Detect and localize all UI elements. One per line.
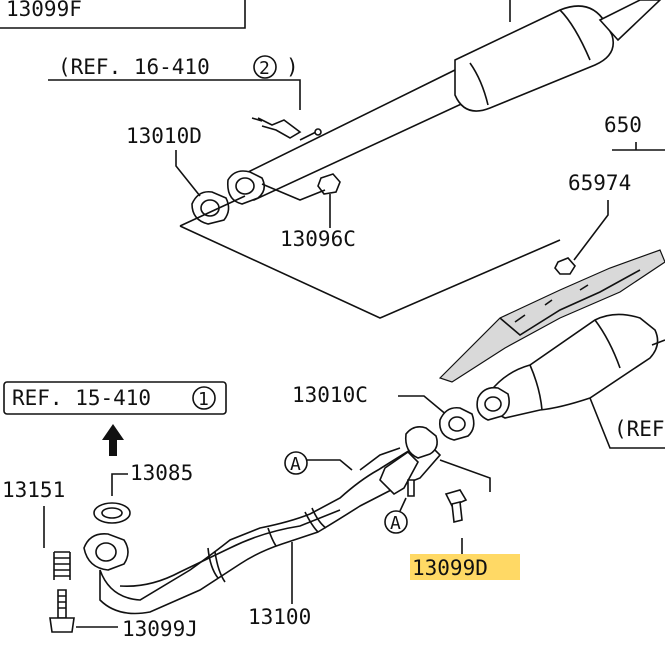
- ref-16-410[interactable]: (REF. 16-410 2 ): [48, 55, 301, 110]
- spring-13151[interactable]: 13151: [2, 478, 71, 580]
- center-muffler-pipe: [238, 0, 662, 202]
- ref-16-410-close: ): [286, 55, 299, 79]
- up-arrow-icon: [102, 424, 124, 456]
- label-13100: 13100: [248, 605, 311, 629]
- gasket-13010D[interactable]: 13010D: [126, 124, 230, 225]
- label-13010C: 13010C: [292, 383, 368, 407]
- catalytic-converter: [476, 313, 665, 421]
- pipe-stud: [314, 128, 322, 136]
- marker-a-lower-text: A: [390, 513, 401, 534]
- label-13099F: 13099F: [6, 0, 82, 21]
- ref-16-410-num: 2: [259, 58, 270, 79]
- assembly-frame-top: [179, 183, 561, 319]
- label-650: 650: [604, 113, 642, 137]
- marker-a-lower[interactable]: A: [384, 497, 408, 534]
- label-65974: 65974: [568, 171, 631, 195]
- marker-a-upper-text: A: [290, 454, 301, 475]
- centre-pipe-flange: [226, 170, 266, 205]
- bolt-13099J[interactable]: 13099J: [49, 589, 198, 641]
- gasket-13010C[interactable]: 13010C: [292, 383, 475, 441]
- label-13096C: 13096C: [280, 227, 356, 251]
- label-13099D: 13099D: [412, 556, 488, 580]
- gasket-ring-13085[interactable]: 13085: [93, 461, 193, 524]
- highlight-13099D: [410, 554, 520, 580]
- ref-15-410-num: 1: [198, 389, 209, 410]
- callout-650[interactable]: 650: [604, 113, 665, 151]
- front-pipe-13100[interactable]: 13100: [83, 426, 442, 629]
- bolt-13099D[interactable]: 13099D: [410, 459, 520, 580]
- hanger-bracket-top: [251, 117, 302, 139]
- label-13151: 13151: [2, 478, 65, 502]
- nut-65974[interactable]: 65974: [554, 171, 631, 275]
- ref-16-410-circle: [253, 55, 277, 79]
- nut-13096C[interactable]: 13096C: [280, 173, 356, 251]
- label-13010D: 13010D: [126, 124, 202, 148]
- marker-a-upper[interactable]: A: [284, 451, 353, 475]
- ref-15-410-text: REF. 15-410: [12, 386, 151, 410]
- ref-right[interactable]: (REF: [589, 397, 665, 449]
- callout-13099F[interactable]: 13099F: [0, 0, 246, 29]
- ref-15-410-circle: [192, 386, 216, 410]
- heat-shield: [438, 249, 665, 383]
- ref-right-text: (REF: [614, 417, 665, 441]
- label-13099J: 13099J: [122, 617, 198, 641]
- label-13085: 13085: [130, 461, 193, 485]
- ref-16-410-text: (REF. 16-410: [58, 55, 210, 79]
- ref-15-410[interactable]: REF. 15-410 1: [3, 381, 227, 415]
